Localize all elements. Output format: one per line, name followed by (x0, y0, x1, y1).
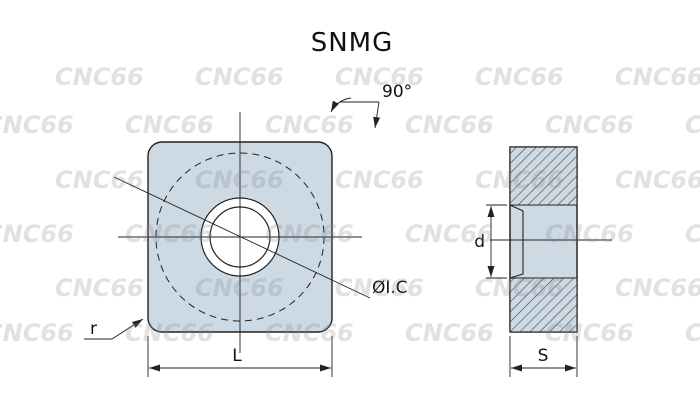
watermark-text: CNC66 (55, 63, 144, 91)
angle-leader-arrow (373, 101, 381, 129)
watermark-layer: CNC66CNC66CNC66CNC66CNC66CNC66CNC66CNC66… (0, 63, 700, 347)
watermark-text: CNC66 (0, 220, 74, 248)
watermark-text: CNC66 (335, 63, 424, 91)
watermark-text: CNC66 (55, 166, 144, 194)
watermark-text: CNC66 (545, 111, 634, 139)
watermark-text: CNC66 (615, 274, 700, 302)
side-view-annotations: d S (474, 204, 578, 377)
watermark-text: CNC66 (195, 63, 284, 91)
hatch-bottom (510, 278, 577, 332)
watermark-text: CNC66 (265, 111, 354, 139)
watermark-text: CNC66 (475, 63, 564, 91)
watermark-text: CNC66 (0, 111, 74, 139)
watermark-text: CNC66 (195, 166, 284, 194)
watermark-text: CNC66 (545, 220, 634, 248)
side-view (490, 146, 612, 333)
watermark-text: CNC66 (685, 319, 700, 347)
insert-side-border (509, 146, 578, 333)
ic-diagonal-line (113, 176, 371, 299)
watermark-text: CNC66 (195, 274, 284, 302)
hole-diameter-label: d (474, 232, 485, 252)
watermark-text: CNC66 (265, 319, 354, 347)
watermark-text: CNC66 (405, 319, 494, 347)
watermark-text: CNC66 (265, 220, 354, 248)
thickness-label: S (538, 346, 549, 366)
watermark-text: CNC66 (475, 274, 564, 302)
watermark-text: CNC66 (685, 111, 700, 139)
watermark-text: CNC66 (545, 319, 634, 347)
radius-leader-arrow (111, 318, 144, 340)
watermark-text: CNC66 (125, 220, 214, 248)
corner-angle-label: 90° (382, 82, 412, 102)
watermark-text: CNC66 (405, 111, 494, 139)
hole-bore-profile (509, 204, 524, 279)
watermark-text: CNC66 (615, 63, 700, 91)
corner-radius-label: r (90, 319, 97, 339)
watermark-text: CNC66 (475, 166, 564, 194)
watermark-text: CNC66 (125, 111, 214, 139)
length-label: L (232, 346, 242, 366)
drawing-title: SNMG (311, 28, 394, 58)
watermark-text: CNC66 (0, 319, 74, 347)
watermark-text: CNC66 (405, 220, 494, 248)
front-view-annotations: 90° ØI.C r L (84, 82, 412, 377)
watermark-text: CNC66 (685, 220, 700, 248)
angle-arc-arrow (330, 97, 352, 113)
watermark-text: CNC66 (55, 274, 144, 302)
watermark-text: CNC66 (335, 166, 424, 194)
watermark-text: CNC66 (615, 166, 700, 194)
watermark-text: CNC66 (125, 319, 214, 347)
hatch-top (510, 147, 577, 205)
watermark-text: CNC66 (335, 274, 424, 302)
inscribed-circle-label: ØI.C (372, 278, 408, 298)
front-view (113, 112, 371, 353)
